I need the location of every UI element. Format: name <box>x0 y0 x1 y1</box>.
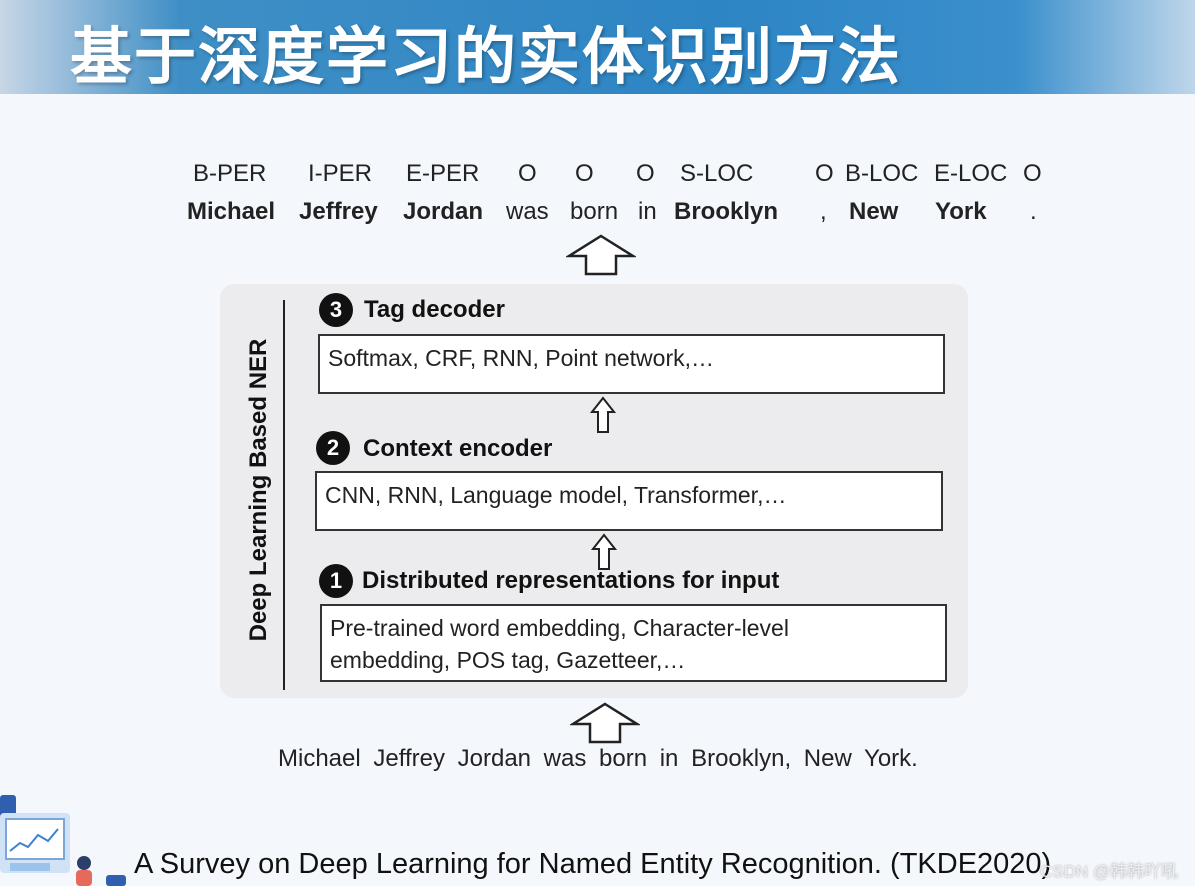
output-token: was <box>506 198 549 225</box>
citation: A Survey on Deep Learning for Named Enti… <box>134 848 1052 880</box>
panel-divider-line <box>283 300 285 690</box>
context-encoder-title: Context encoder <box>363 435 553 462</box>
input-sentence: Michael Jeffrey Jordan was born in Brook… <box>278 745 918 772</box>
output-token: New <box>849 198 899 225</box>
distributed-representations-content-line-2: embedding, POS tag, Gazetteer,… <box>330 647 686 673</box>
context-encoder-content: CNN, RNN, Language model, Transformer,… <box>325 482 787 508</box>
output-tag: I-PER <box>308 160 373 187</box>
output-token: in <box>638 198 657 225</box>
input-up-arrow-icon <box>570 702 640 744</box>
output-token: York <box>935 198 987 225</box>
step-1-badge: 1 <box>319 564 353 598</box>
output-tag: E-PER <box>406 160 480 187</box>
output-token: Jeffrey <box>299 198 378 225</box>
distributed-representations-content-line-1: Pre-trained word embedding, Character-le… <box>330 615 789 641</box>
output-tag: B-PER <box>193 160 267 187</box>
title-banner: 基于深度学习的实体识别方法 <box>0 0 1195 94</box>
decoder-up-arrow-icon <box>590 396 616 433</box>
output-tag: O <box>1023 160 1042 187</box>
output-token: , <box>820 198 827 225</box>
output-tag: O <box>575 160 594 187</box>
output-token: Brooklyn <box>674 198 779 225</box>
output-tag: E-LOC <box>934 160 1008 187</box>
output-tag: O <box>518 160 537 187</box>
output-token: Jordan <box>403 198 484 225</box>
tag-decoder-box: Softmax, CRF, RNN, Point network,… <box>318 334 945 394</box>
vertical-label: Deep Learning Based NER <box>245 338 272 642</box>
page-title: 基于深度学习的实体识别方法 <box>70 20 903 93</box>
presentation-illustration-icon <box>0 795 126 886</box>
output-tag: O <box>636 160 655 187</box>
output-token: born <box>570 198 619 225</box>
output-tag: S-LOC <box>680 160 754 187</box>
output-tag: B-LOC <box>845 160 919 187</box>
context-encoder-box: CNN, RNN, Language model, Transformer,… <box>315 471 943 531</box>
step-3-badge: 3 <box>319 293 353 327</box>
tag-decoder-content: Softmax, CRF, RNN, Point network,… <box>328 345 714 371</box>
tag-decoder-title: Tag decoder <box>364 296 505 323</box>
encoder-up-arrow-icon <box>591 533 617 570</box>
watermark: CSDN @韩韩吖吼 <box>1040 862 1179 881</box>
output-tag: O <box>815 160 834 187</box>
distributed-representations-box: Pre-trained word embedding, Character-le… <box>320 604 947 682</box>
step-2-badge: 2 <box>316 431 350 465</box>
output-token: Michael <box>187 198 276 225</box>
distributed-representations-title: Distributed representations for input <box>362 567 780 594</box>
output-token: . <box>1030 198 1037 225</box>
output-up-arrow-icon <box>566 234 636 276</box>
